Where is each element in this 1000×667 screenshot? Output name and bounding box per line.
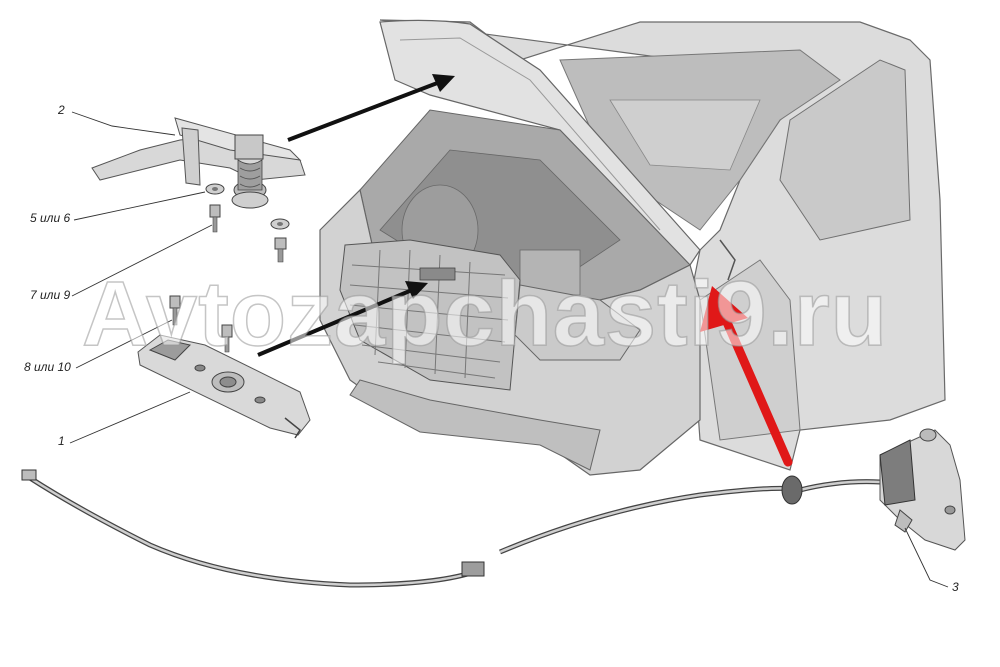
- callout-3: 3: [952, 580, 959, 594]
- washer-and-bolt-fasteners: [169, 183, 290, 353]
- leader-7or9: [71, 224, 213, 297]
- part-1-hood-lock-plate: [137, 334, 311, 439]
- callout-1: 1: [58, 434, 65, 448]
- leader-lines: [69, 111, 949, 588]
- leader-1: [69, 391, 191, 444]
- leader-5or6: [73, 191, 206, 221]
- pointer-arrows: [257, 74, 455, 357]
- leader-2: [71, 111, 176, 136]
- van-cab-illustration: [319, 19, 946, 476]
- pointer-arrow-to-hood-latch: [287, 80, 441, 142]
- leader-8or10: [75, 319, 173, 369]
- radiator-grille: [339, 239, 521, 391]
- callout-5-or-6: 5 или 6: [30, 211, 71, 225]
- pointer-arrow-to-grille-latch: [257, 288, 413, 357]
- callout-2: 2: [58, 103, 65, 117]
- part-3-hood-release-handle: [879, 428, 966, 551]
- leader-3: [904, 527, 949, 588]
- callout-7-or-9: 7 или 9: [30, 288, 71, 302]
- callout-8-or-10: 8 или 10: [24, 360, 71, 374]
- part-2-hood-latch-bracket: [91, 117, 306, 209]
- hood-release-cable: [21, 469, 881, 588]
- highlight-arrow: [700, 286, 793, 467]
